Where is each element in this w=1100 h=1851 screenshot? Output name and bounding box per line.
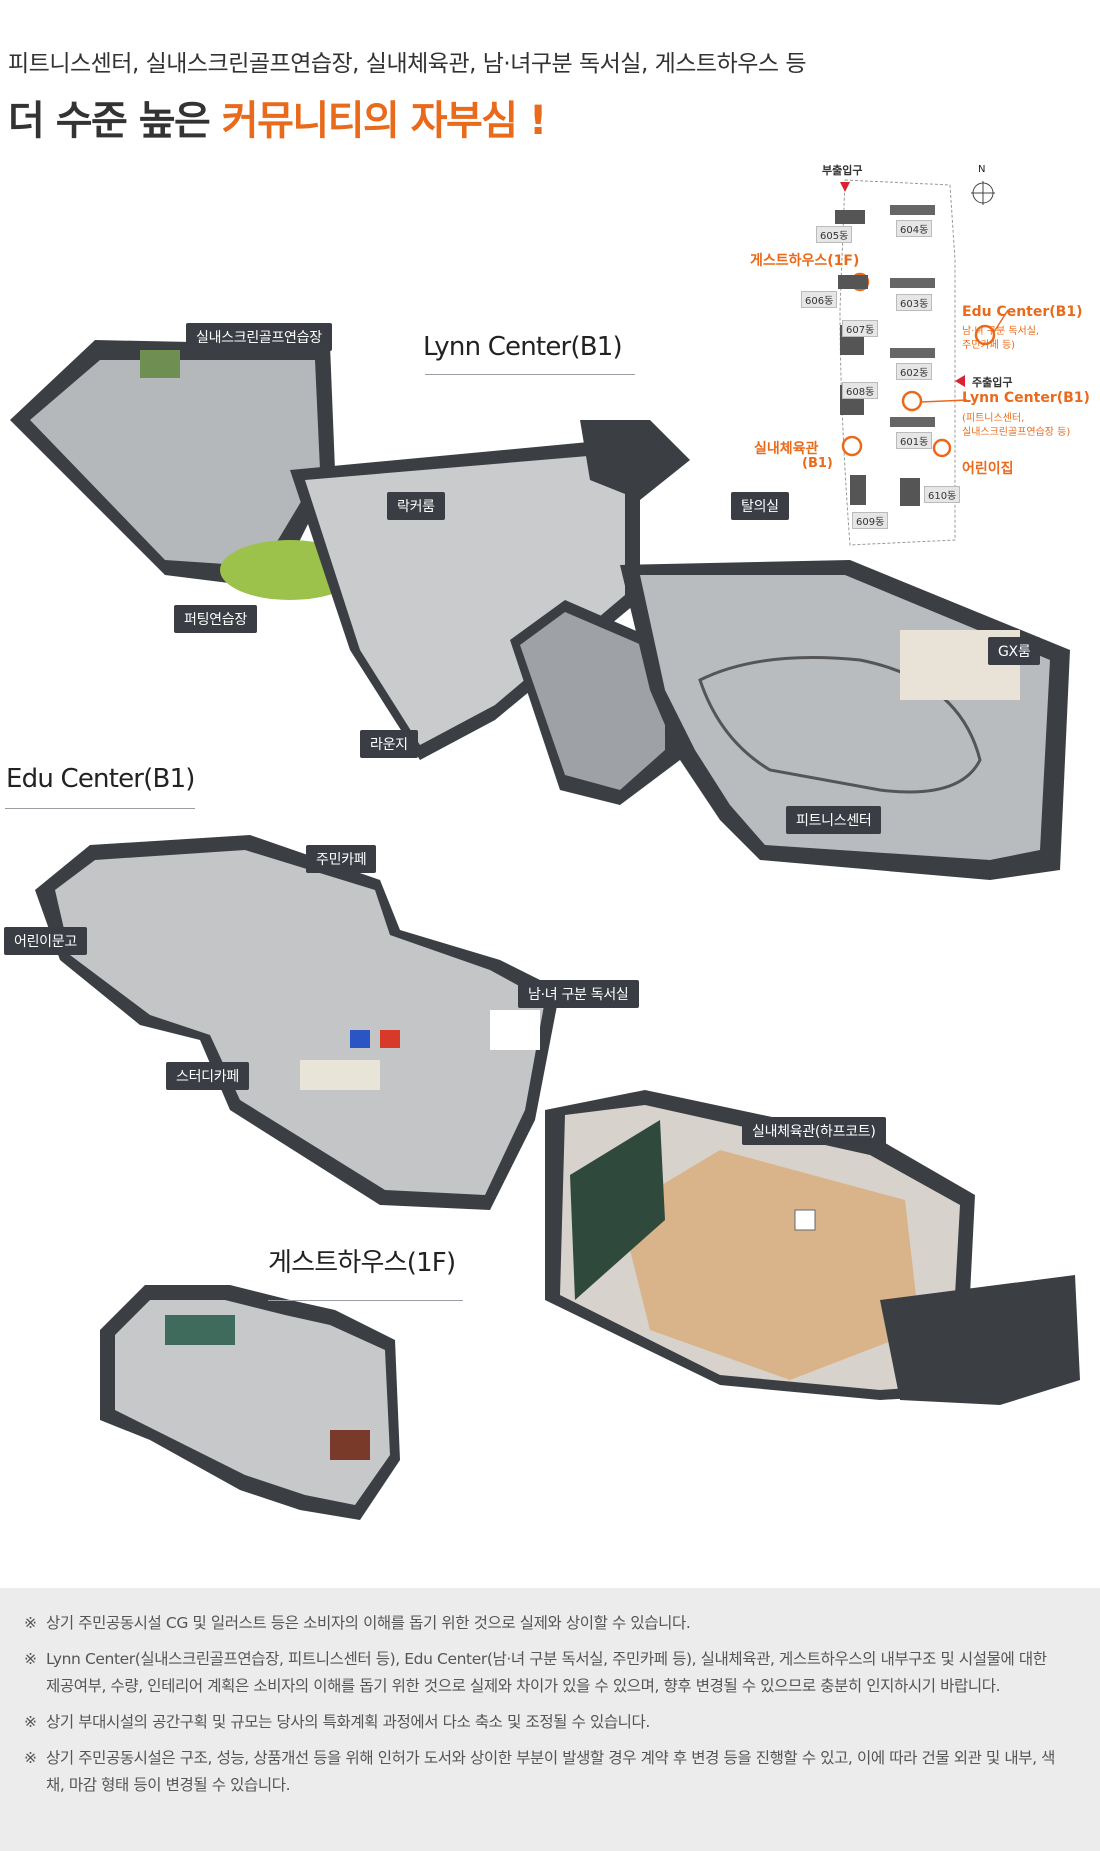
label-changing: 탈의실	[731, 492, 789, 520]
section-title-lynn: Lynn Center(B1)	[423, 332, 623, 362]
guest-leader-h	[268, 1300, 463, 1301]
site-label-lynn-desc-2: 실내스크린골프연습장 등)	[962, 427, 1071, 438]
label-locker: 락커룸	[387, 492, 445, 520]
header-subtitle: 피트니스센터, 실내스크린골프연습장, 실내체육관, 남·녀구분 독서실, 게스…	[8, 51, 807, 77]
label-gym: 실내체육관(하프코트)	[742, 1117, 886, 1145]
disclaimer-item: ※ Lynn Center(실내스크린골프연습장, 피트니스센터 등), Edu …	[24, 1646, 1060, 1700]
edu-center-plan	[35, 835, 560, 1210]
note-mark: ※	[24, 1614, 37, 1632]
gym-plan	[545, 1090, 1080, 1405]
page-title: 더 수준 높은 커뮤니티의 자부심 !	[8, 88, 548, 146]
label-putting: 퍼팅연습장	[174, 605, 257, 633]
page-title-accent: 커뮤니티의 자부심 !	[221, 98, 548, 144]
label-cafe: 주민카페	[306, 845, 377, 873]
site-label-lynn-title: Lynn Center(B1)	[962, 390, 1090, 406]
site-map: N 부출입구 주출입구 게스트하우스(1F) Edu Center(B1) 남·…	[740, 160, 1100, 560]
guesthouse-plan	[100, 1285, 400, 1520]
lynn-center-plan	[10, 340, 1070, 880]
note-mark: ※	[24, 1713, 37, 1731]
site-sub-entrance: 부출입구	[822, 164, 863, 177]
building-610: 610동	[924, 486, 961, 503]
building-604: 604동	[896, 220, 933, 237]
note-mark: ※	[24, 1650, 37, 1668]
site-label-lynn-desc-1: (피트니스센터,	[962, 413, 1025, 424]
page-title-prefix: 더 수준 높은	[8, 98, 222, 144]
label-golf: 실내스크린골프연습장	[186, 323, 332, 351]
disclaimer-item: ※ 상기 부대시설의 공간구획 및 규모는 당사의 특화계획 과정에서 다소 축소…	[24, 1709, 1060, 1736]
disclaimer-item: ※ 상기 주민공동시설은 구조, 성능, 상품개선 등을 위해 인허가 도서와 상…	[24, 1745, 1060, 1799]
building-602: 602동	[896, 363, 933, 380]
north-indicator: N	[978, 164, 986, 175]
label-reading-room: 남·녀 구분 독서실	[518, 980, 639, 1008]
label-fitness: 피트니스센터	[786, 806, 882, 834]
disclaimer-list: ※ 상기 주민공동시설 CG 및 일러스트 등은 소비자의 이해를 돕기 위한 것…	[0, 1588, 1100, 1799]
building-607: 607동	[842, 320, 879, 337]
site-label-edu-title: Edu Center(B1)	[962, 304, 1083, 320]
site-label-daycare: 어린이집	[962, 461, 1014, 477]
site-label-edu-desc-2: 주민카페 등)	[962, 340, 1016, 351]
disclaimer-text: 상기 부대시설의 공간구획 및 규모는 당사의 특화계획 과정에서 다소 축소 …	[46, 1713, 650, 1731]
building-601: 601동	[896, 432, 933, 449]
building-609: 609동	[852, 512, 889, 529]
site-main-entrance: 주출입구	[972, 376, 1013, 389]
note-mark: ※	[24, 1749, 37, 1767]
site-label-edu-desc-1: 남·녀 구분 독서실,	[962, 326, 1040, 337]
disclaimer-item: ※ 상기 주민공동시설 CG 및 일러스트 등은 소비자의 이해를 돕기 위한 것…	[24, 1610, 1060, 1637]
disclaimer-text: 상기 주민공동시설 CG 및 일러스트 등은 소비자의 이해를 돕기 위한 것으…	[46, 1614, 691, 1632]
section-title-guest: 게스트하우스(1F)	[268, 1248, 456, 1278]
label-gx: GX룸	[988, 637, 1041, 665]
site-label-gym-title: 실내체육관	[754, 441, 819, 457]
section-title-edu: Edu Center(B1)	[6, 764, 195, 794]
building-608: 608동	[842, 382, 879, 399]
building-606: 606동	[801, 291, 838, 308]
lynn-leader-h	[425, 374, 635, 375]
site-label-gym-floor: (B1)	[802, 456, 833, 471]
building-603: 603동	[896, 294, 933, 311]
site-label-guesthouse: 게스트하우스(1F)	[750, 253, 860, 269]
label-study-cafe: 스터디카페	[166, 1062, 249, 1090]
disclaimer-text: 상기 주민공동시설은 구조, 성능, 상품개선 등을 위해 인허가 도서와 상이…	[46, 1749, 1055, 1794]
floorplan-illustrations	[10, 340, 1080, 1520]
label-lounge: 라운지	[360, 730, 418, 758]
building-605: 605동	[816, 226, 853, 243]
disclaimer-text: Lynn Center(실내스크린골프연습장, 피트니스센터 등), Edu C…	[46, 1650, 1047, 1695]
label-kids-library: 어린이문고	[4, 927, 87, 955]
disclaimer-notes: ※ 상기 주민공동시설 CG 및 일러스트 등은 소비자의 이해를 돕기 위한 것…	[0, 1588, 1100, 1851]
edu-leader-h	[5, 808, 195, 809]
